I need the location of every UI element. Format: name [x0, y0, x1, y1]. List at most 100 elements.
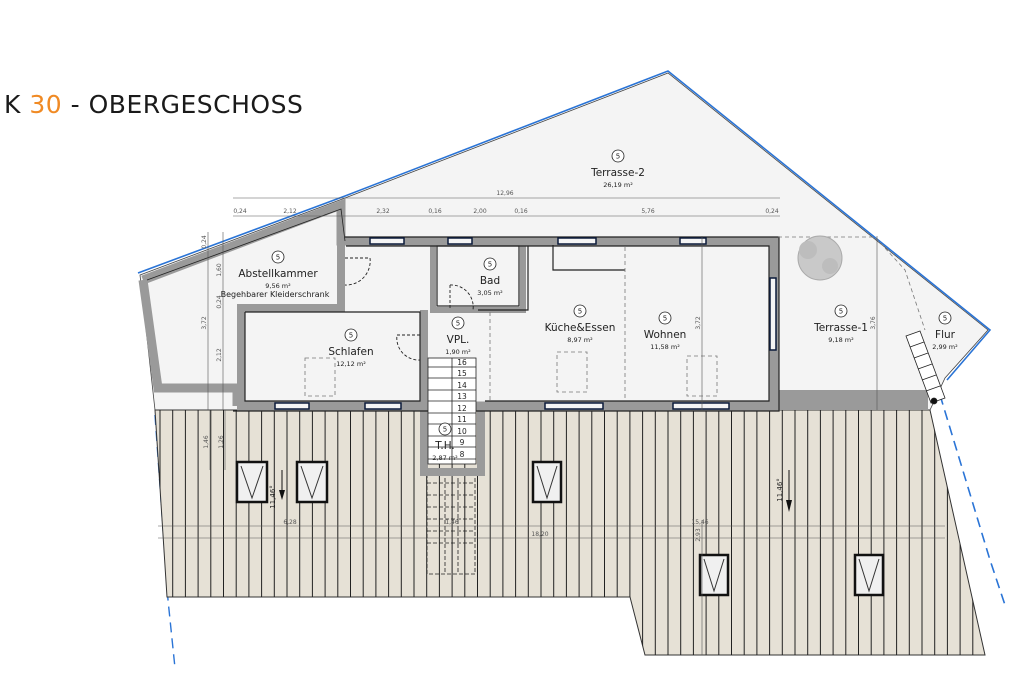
- room-tag: 5: [839, 308, 843, 316]
- dimension-lines: [207, 197, 878, 655]
- roof-pitch-arrow: [786, 470, 792, 512]
- room-name: Wohnen: [644, 329, 687, 341]
- roof-window: [698, 553, 730, 597]
- tree-icon: [797, 235, 843, 281]
- room-area: 8,97 m²: [567, 336, 593, 344]
- room-tag-circle: [573, 304, 587, 318]
- room-name: Schlafen: [328, 346, 373, 358]
- room-name: Terrasse-2: [590, 167, 645, 179]
- room-tag-circle: [658, 311, 672, 325]
- wall-edges: [233, 236, 780, 412]
- room-tag-circle: [344, 328, 358, 342]
- room-name: T.H.: [434, 440, 455, 452]
- title-prefix: K: [4, 90, 21, 119]
- property-line: [137, 70, 992, 381]
- roof-pitch-label: 11,46°: [269, 485, 277, 509]
- dim-roof-right: 2,93: [695, 528, 702, 542]
- stair-step-number: 13: [457, 392, 467, 401]
- room-area: 12,12 m²: [336, 360, 366, 368]
- stair-step-number: 11: [457, 415, 467, 424]
- wall-windows: [274, 237, 777, 410]
- title-number: 30: [29, 90, 63, 119]
- plan-title: K 30 - OBERGESCHOSS: [4, 90, 303, 119]
- dim-wohnen-height: 3,72: [695, 316, 702, 330]
- title-separator: -: [70, 90, 81, 119]
- room-area: 9,18 m²: [828, 336, 854, 344]
- dim-left-upper: 1,60: [216, 263, 223, 277]
- dim-left-wall: 0,24: [201, 235, 208, 249]
- room-name: VPL.: [447, 334, 470, 346]
- room-tag: 5: [443, 426, 447, 434]
- stair-step-number: 16: [457, 358, 467, 367]
- room-name: Flur: [935, 329, 956, 341]
- roof-window: [235, 460, 269, 504]
- title-floor: OBERGESCHOSS: [88, 90, 304, 119]
- dim-segment: 2,00: [473, 208, 487, 215]
- room-note: Begehbarer Kleiderschrank: [221, 290, 330, 299]
- room-area: 9,56 m²: [265, 282, 291, 290]
- room-tag-circle: [483, 257, 497, 271]
- dim-left-lower: 2,12: [216, 348, 223, 362]
- door-swing: [344, 257, 474, 361]
- stair-step-number: 12: [457, 404, 467, 413]
- property-line-dashed-left: [154, 414, 176, 669]
- stair-step-number: 8: [460, 450, 465, 459]
- roof-window: [295, 460, 329, 504]
- room-tag: 5: [578, 308, 582, 316]
- room-label-th: 5T.H. 2,87 m²: [432, 422, 458, 462]
- dim-total-width: 12,96: [496, 190, 513, 197]
- room-tag-circle: [451, 316, 465, 330]
- dim-segment: 0,16: [514, 208, 528, 215]
- stair-step-number: 15: [457, 369, 467, 378]
- room-name: Terrasse-1: [813, 322, 868, 334]
- dim-roof-seg: 6,28: [283, 519, 297, 526]
- dim-segment: 2,12: [283, 208, 297, 215]
- room-area: 1,90 m²: [445, 348, 471, 356]
- room-tag-circle: [938, 311, 952, 325]
- dim-left-height: 3,72: [201, 316, 208, 330]
- dim-segment: 0,24: [765, 208, 779, 215]
- room-name: Küche&Essen: [545, 322, 616, 334]
- room-tag: 5: [276, 254, 280, 262]
- roof-pitch-arrow: [279, 470, 285, 500]
- room-area: 11,58 m²: [650, 343, 680, 351]
- roof-pitch-label: 11,46°: [776, 478, 784, 502]
- property-line-dashed: [939, 394, 1006, 606]
- room-tag-circle: [438, 422, 452, 436]
- room-tag: 5: [349, 332, 353, 340]
- room-area: 3,05 m²: [477, 289, 503, 297]
- roof-window: [531, 460, 563, 504]
- room-area: 2,99 m²: [932, 343, 958, 351]
- room-tag: 5: [616, 153, 620, 161]
- room-name: Abstellkammer: [238, 268, 318, 280]
- dim-roof-seg: 15,46: [691, 519, 708, 526]
- exterior-stair: [905, 330, 946, 405]
- dim-segment: 0,16: [428, 208, 442, 215]
- room-area: 2,87 m²: [432, 454, 458, 462]
- roof-window: [853, 553, 885, 597]
- room-tag-circle: [834, 304, 848, 318]
- stair-step-number: 10: [457, 427, 467, 436]
- room-tag-circle: [611, 149, 625, 163]
- roof-area: [154, 409, 986, 656]
- dim-roof-total: 18,20: [531, 531, 548, 538]
- room-tag-circle: [271, 250, 285, 264]
- stair-step-number: 9: [460, 438, 465, 447]
- room-area: 26,19 m²: [603, 181, 633, 189]
- room-tag: 5: [456, 320, 460, 328]
- room-tag: 5: [663, 315, 667, 323]
- dim-segment: 2,32: [376, 208, 390, 215]
- room-name: Bad: [480, 275, 500, 287]
- dim-terrace-height: 3,76: [870, 316, 877, 330]
